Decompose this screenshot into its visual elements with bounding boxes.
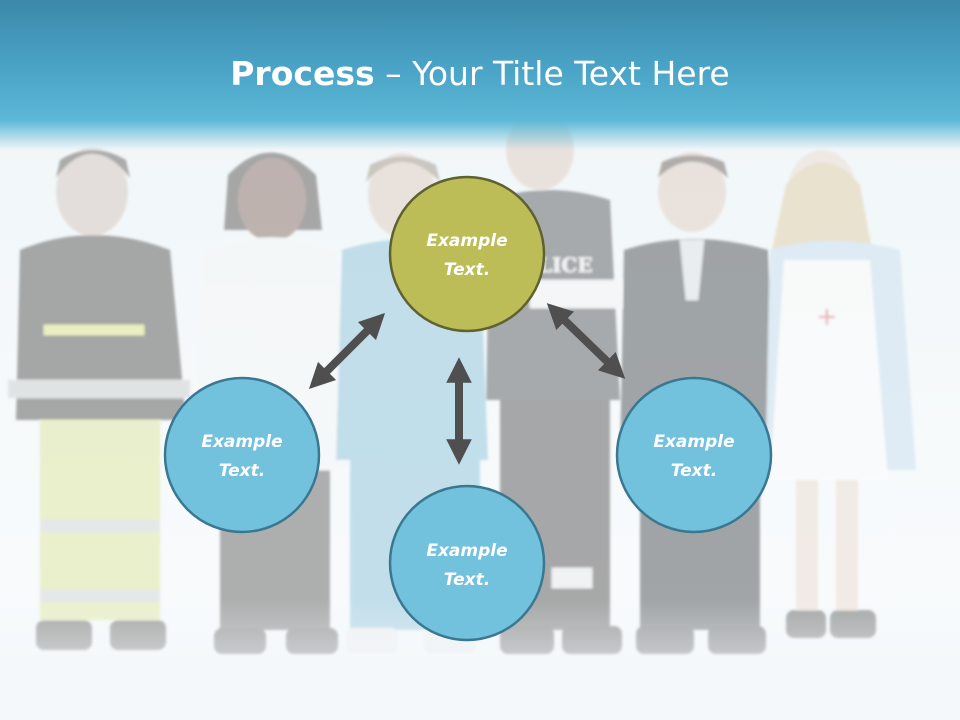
process-node-left[interactable]: Example Text. (163, 376, 321, 534)
slide-title-bold: Process (230, 54, 375, 93)
process-node-center-line1: Example (426, 231, 507, 251)
process-node-bottom-circle (388, 484, 546, 642)
process-node-center[interactable]: Example Text. (388, 175, 546, 333)
process-node-bottom-line1: Example (426, 541, 507, 561)
process-node-left-line2: Text. (219, 461, 265, 481)
arrow-center-left (308, 312, 386, 390)
photo-nurse-cross: + (816, 302, 838, 332)
process-node-center-line2: Text. (444, 260, 490, 280)
photo-police-vest-text: LICE (538, 253, 593, 277)
process-node-center-circle (388, 175, 546, 333)
title-banner (0, 0, 960, 150)
process-node-right-circle (615, 376, 773, 534)
process-node-bottom-line2: Text. (444, 570, 490, 590)
process-node-right[interactable]: Example Text. (615, 376, 773, 534)
slide-title-rest: – Your Title Text Here (374, 54, 730, 93)
process-node-left-line1: Example (201, 432, 282, 452)
process-node-bottom[interactable]: Example Text. (388, 484, 546, 642)
slide-title[interactable]: Process – Your Title Text Here (0, 52, 960, 96)
process-node-right-line1: Example (653, 432, 734, 452)
photo-kid-nurse: + (766, 150, 916, 638)
arrow-center-right (546, 303, 626, 379)
process-node-right-line2: Text. (671, 461, 717, 481)
process-node-left-circle (163, 376, 321, 534)
